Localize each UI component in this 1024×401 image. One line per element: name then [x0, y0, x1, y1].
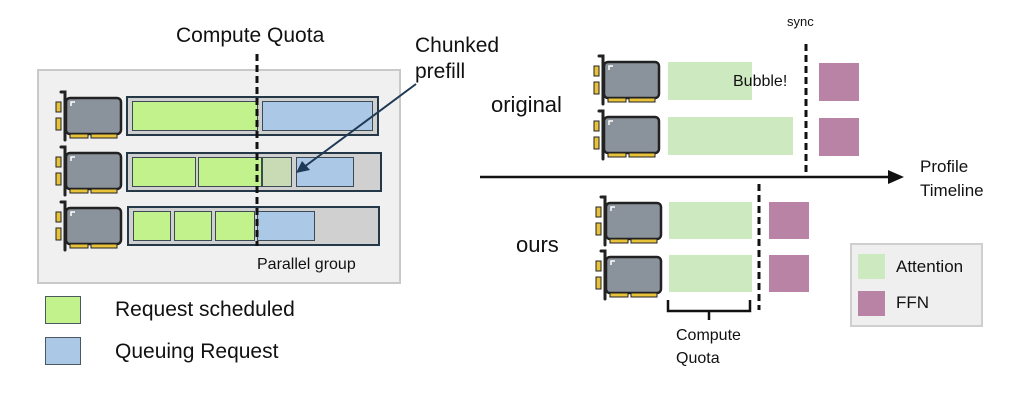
compute-quota-brace-label-line2: Quota [676, 350, 720, 367]
ffn-block [769, 202, 809, 239]
ffn-block [819, 118, 859, 156]
original-label: original [491, 92, 562, 117]
chunked-prefill-label-line1: Chunked [415, 34, 500, 57]
ffn-block [819, 63, 859, 101]
queuing-block [257, 211, 315, 241]
request-track-2 [126, 152, 382, 192]
legend-swatch-attention [858, 254, 885, 279]
scheduled-block [215, 211, 255, 241]
ffn-block [769, 255, 809, 292]
legend-box: Attention FFN [850, 243, 983, 327]
scheduled-block [174, 211, 212, 241]
legend-swatch-ffn [858, 291, 885, 316]
request-track-1 [126, 96, 379, 136]
queuing-block [262, 101, 373, 131]
timeline-arrowhead [888, 170, 904, 184]
legend-swatch-scheduled [45, 296, 81, 324]
sync-label: sync [787, 14, 814, 29]
bubble-label: Bubble! [733, 73, 788, 90]
scheduled-block [198, 157, 262, 187]
queuing-block [296, 157, 354, 187]
attention-block [669, 202, 752, 239]
legend-label-ffn: FFN [896, 293, 930, 312]
compute-quota-brace [666, 300, 752, 320]
attention-block [668, 117, 793, 155]
ours-label: ours [516, 232, 559, 257]
parallel-group-label: Parallel group [257, 256, 356, 273]
chunked-prefill-arrow [299, 83, 417, 171]
compute-quota-brace-label-line1: Compute [676, 327, 741, 344]
attention-block [669, 255, 752, 292]
request-track-3 [127, 206, 380, 246]
timeline-label-line2: Timeline [920, 181, 984, 200]
legend-label-queuing: Queuing Request [115, 340, 279, 363]
legend-swatch-queuing [45, 337, 81, 365]
legend-label-attention: Attention [896, 257, 964, 276]
timeline-label-line1: Profile [920, 157, 969, 176]
arrow-head [296, 161, 310, 173]
legend-label-scheduled: Request scheduled [115, 298, 295, 321]
compute-quota-title: Compute Quota [176, 24, 325, 47]
chunked-prefill-label-line2: prefill [415, 60, 466, 83]
scheduled-block [132, 101, 258, 131]
scheduled-block [132, 157, 196, 187]
chunked-prefill-block [262, 157, 292, 187]
attention-block [668, 62, 752, 100]
scheduled-block [133, 211, 171, 241]
